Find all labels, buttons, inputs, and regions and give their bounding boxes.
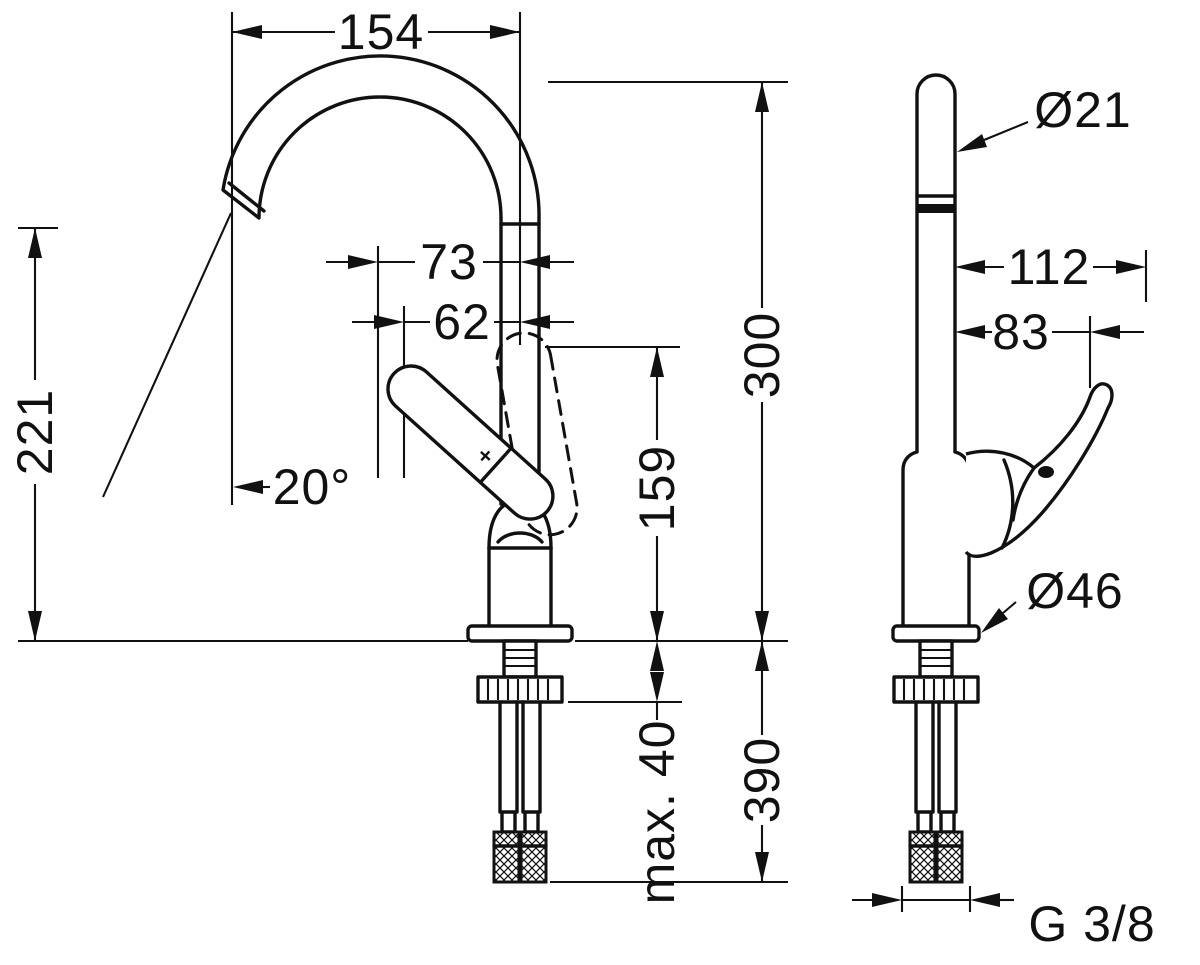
dimension-handle-reach: 112 [955, 239, 1148, 302]
dimension-outlet-height: 221 [7, 226, 468, 643]
dimension-max-counter-thickness: max. 40 [568, 641, 685, 904]
temperature-indicator-dot [1038, 466, 1054, 478]
dimension-handle-grip-reach: 83 [955, 304, 1144, 388]
front-mounting-shank [892, 639, 980, 704]
handle-lever [386, 364, 555, 521]
front-handle [964, 382, 1114, 558]
dim-label-spout-height: 300 [734, 312, 790, 398]
aerator-line [227, 181, 266, 213]
dimensions-layer: 154 221 20° 73 [7, 4, 1155, 952]
front-mounting-nut [892, 675, 980, 704]
aerator-band [917, 204, 955, 213]
dim-label-handle-height: 159 [629, 445, 685, 531]
reference-lines [102, 12, 522, 505]
handle-lever-alt-position [495, 331, 579, 537]
supply-hoses [492, 700, 548, 884]
dimension-spout-diameter: Ø21 [957, 82, 1132, 152]
spout-outline [221, 54, 541, 220]
dim-label-max-counter-thickness: max. 40 [629, 720, 685, 905]
dim-label-outlet-angle: 20° [273, 459, 352, 515]
dim-label-handle-swing: 62 [433, 294, 491, 350]
dim-label-hose-length: 390 [734, 737, 790, 823]
dim-label-outlet-height: 221 [7, 389, 63, 475]
dim-label-spout-diameter: Ø21 [1034, 82, 1132, 138]
dimension-spout-height: 300 [548, 80, 790, 643]
dimension-outlet-angle: 20° [233, 459, 352, 515]
dim-label-base-diameter: Ø46 [1026, 563, 1124, 619]
front-pipe [915, 73, 957, 452]
dimension-spout-reach: 154 [232, 4, 520, 60]
dimension-base-diameter: Ø46 [981, 563, 1124, 633]
hose-connectors [492, 830, 548, 884]
front-escutcheon-base [891, 624, 981, 643]
side-view [221, 54, 579, 884]
dimension-handle-height: 159 [545, 345, 685, 641]
escutcheon-base [466, 624, 574, 643]
front-body [901, 450, 971, 628]
dimension-handle-swing: 62 [352, 294, 574, 478]
body-column [487, 498, 553, 628]
dimension-handle-swing-max: 73 [326, 234, 574, 478]
temperature-plus-mark [480, 450, 491, 462]
dimension-connection-thread: G 3/8 [852, 886, 1155, 952]
mounting-nut [476, 675, 564, 704]
dimension-hose-length: 390 [550, 641, 790, 884]
dim-label-spout-reach: 154 [338, 4, 424, 60]
front-supply-hoses [908, 700, 964, 884]
dim-label-connection-thread: G 3/8 [1028, 896, 1155, 952]
front-view [891, 73, 1114, 884]
front-hose-connectors [908, 830, 964, 884]
mounting-shank [476, 639, 564, 704]
dim-label-handle-reach: 112 [1008, 239, 1091, 295]
dim-label-handle-swing-max: 73 [420, 234, 478, 290]
dim-label-handle-grip-reach: 83 [992, 304, 1050, 360]
